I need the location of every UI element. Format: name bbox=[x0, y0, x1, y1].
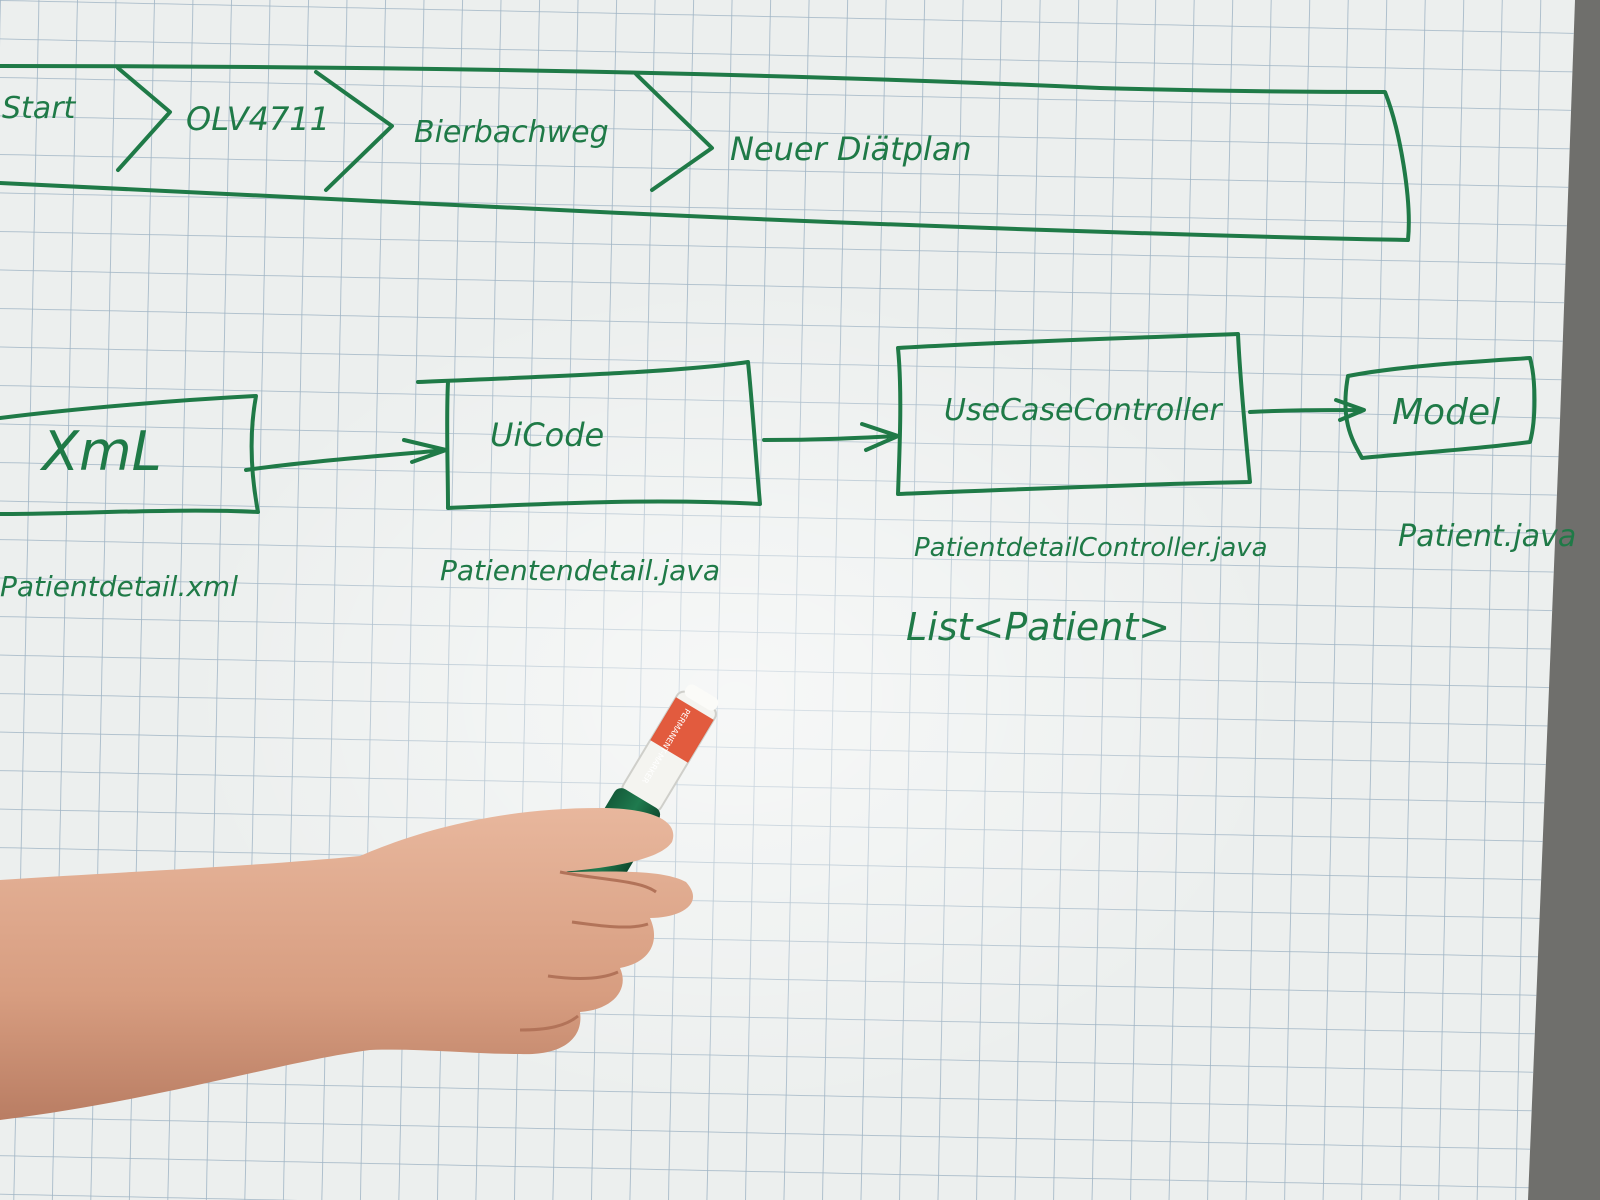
flow-step-start: Start bbox=[2, 91, 77, 126]
chevron-3 bbox=[634, 72, 714, 192]
flow-step-bierbachweg: Bierbachweg bbox=[414, 115, 609, 150]
chevron-1 bbox=[116, 66, 172, 172]
hand bbox=[0, 808, 694, 1120]
caption-usecasecontroller: PatientdetailController.java bbox=[914, 533, 1268, 563]
caption-xml: Patientdetail.xml bbox=[0, 570, 238, 603]
caption-model: Patient.java bbox=[1398, 519, 1576, 554]
caption-uicode: Patientendetail.java bbox=[440, 554, 720, 587]
box-xml bbox=[0, 394, 260, 516]
box-uicode bbox=[416, 360, 762, 510]
banner-outline bbox=[0, 64, 1411, 242]
note-list-patient: List<Patient> bbox=[906, 605, 1170, 649]
arrow-controller-to-model bbox=[1248, 398, 1366, 422]
box-model bbox=[1343, 356, 1537, 460]
chevron-2 bbox=[314, 70, 394, 192]
arrow-xml-to-uicode bbox=[244, 438, 448, 472]
arrow-uicode-to-controller bbox=[762, 422, 900, 452]
box-label-usecasecontroller: UseCaseController bbox=[944, 393, 1223, 428]
flow-banner bbox=[0, 64, 1411, 242]
flow-step-diaetplan: Neuer Diätplan bbox=[730, 130, 972, 168]
flow-step-olv: OLV4711 bbox=[186, 100, 330, 138]
box-label-model: Model bbox=[1392, 392, 1500, 433]
box-usecasecontroller bbox=[896, 332, 1252, 496]
box-label-uicode: UiCode bbox=[490, 416, 604, 454]
box-label-xml: XmL bbox=[39, 420, 162, 483]
